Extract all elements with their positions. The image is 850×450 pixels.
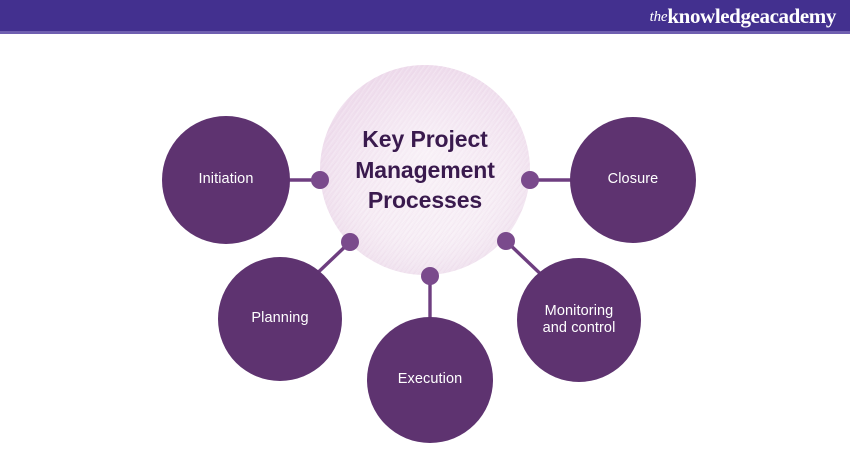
connector-dot-planning [341, 233, 359, 251]
satellite-circles [162, 116, 696, 443]
header-divider [0, 31, 850, 34]
diagram-canvas [162, 65, 696, 443]
connector-dot-monitoring-and-control [497, 232, 515, 250]
hub-circle-group[interactable] [320, 65, 530, 275]
header-bar [0, 0, 850, 31]
connector-dot-execution [421, 267, 439, 285]
node-circle-execution[interactable] [367, 317, 493, 443]
node-circle-planning[interactable] [218, 257, 342, 381]
connector-dot-initiation [311, 171, 329, 189]
connector-dots [311, 171, 539, 285]
node-circle-monitoring-and-control[interactable] [517, 258, 641, 382]
brand-logo-word-academy: academy [759, 3, 836, 28]
node-circle-initiation[interactable] [162, 116, 290, 244]
brand-logo-prefix: the [649, 8, 668, 25]
brand-logo-word-knowledge: knowledge [667, 3, 760, 28]
connector-dot-closure [521, 171, 539, 189]
hub-circle-vignette [320, 65, 530, 275]
node-circle-closure[interactable] [570, 117, 696, 243]
